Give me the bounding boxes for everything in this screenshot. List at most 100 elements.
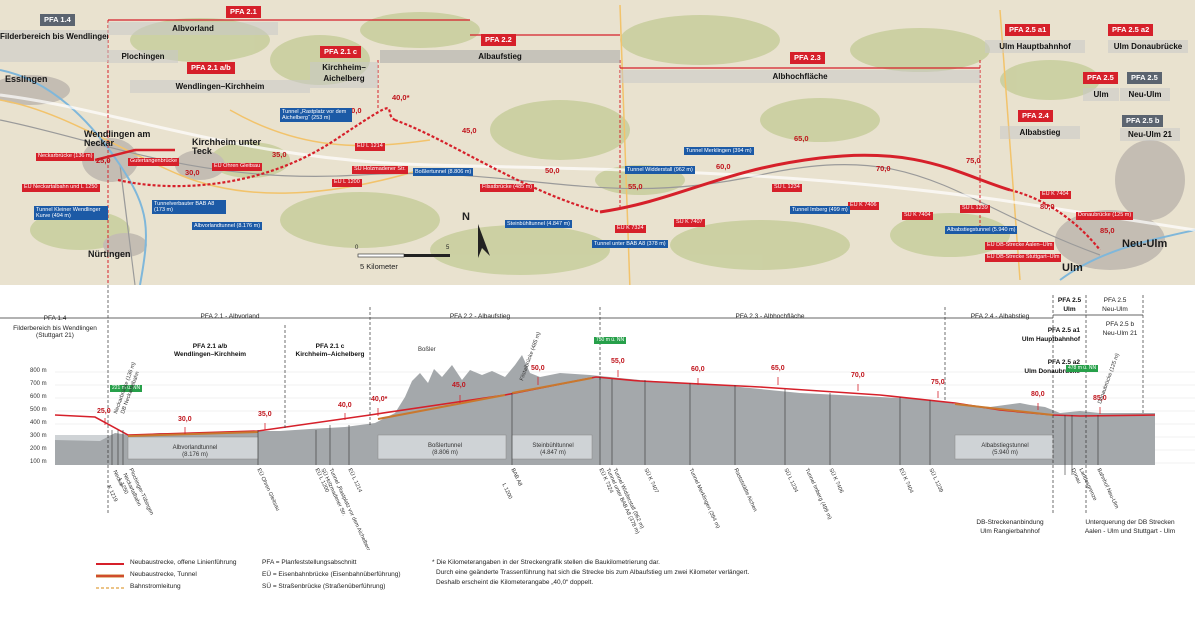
prof-km-60: 60,0	[691, 366, 705, 373]
band-ulm-hbf: Ulm Hauptbahnhof	[985, 40, 1085, 53]
band-ulm-donau: Ulm Donaubrücke	[1108, 40, 1188, 53]
prof-km-75: 75,0	[931, 379, 945, 386]
tag-eue-neckartalbahn: EÜ Neckartalbahn und L 1250	[22, 184, 100, 192]
sec-pfa25-sub: Ulm	[1063, 306, 1076, 313]
note-db-right-1: Unterquerung der DB Strecken	[1085, 519, 1175, 526]
tag-sue-k7407: SÜ K 7407	[674, 219, 705, 227]
tag-tunnel-imberg: Tunnel Imberg (499 m)	[790, 206, 850, 215]
tag-eue-k7324: EÜ K 7324	[615, 225, 646, 233]
map-pfa-2-5a1: PFA 2.5 a1	[1005, 24, 1051, 36]
sec-pfa21ab: PFA 2.1 a/b	[192, 343, 228, 350]
y-tick-300: 300 m	[30, 433, 47, 439]
map-pfa-2-4: PFA 2.4	[1018, 110, 1053, 122]
band-albaufstieg: Albaufstieg	[380, 50, 620, 63]
prof-km-25: 25,0	[97, 408, 111, 415]
legend-sue: SÜ = Straßenbrücke (Straßenüberführung)	[262, 583, 386, 590]
map-pfa-2-3: PFA 2.3	[790, 52, 825, 64]
tag-albabstiegstunnel: Albabstiegstunnel (5.940 m)	[945, 226, 1018, 235]
sec-pfa21ab-sub: Wendlingen–Kirchheim	[173, 351, 247, 358]
tag-eue-ohren: EÜ Ohren Gleitsau	[212, 163, 263, 171]
sec-pfa25a1: PFA 2.5 a1	[1047, 327, 1080, 334]
sec-pfa25a1-sub: Ulm Hauptbahnhof	[1021, 336, 1080, 343]
tag-sue-holzmadener: SÜ Holzmadener Str.	[352, 166, 408, 174]
map-pfa-2-5b: PFA 2.5 b	[1122, 115, 1164, 127]
scale-text: 5 Kilometer	[360, 262, 398, 271]
map-pfa-1-4: PFA 1.4	[40, 14, 75, 26]
tag-albvorlandtunnel: Albvorlandtunnel (8.176 m)	[192, 222, 263, 231]
note-db-left-2: Ulm Rangierbahnhof	[980, 528, 1040, 535]
prof-km-40: 40,0	[338, 402, 352, 409]
band-ulm: Ulm	[1083, 88, 1119, 101]
tag-eue-l1214: EÜ L 1214	[355, 143, 385, 151]
sec-pfa22: PFA 2.2 - Albaufstieg	[449, 313, 511, 320]
tag-tunnel-widderstall: Tunnel Widderstall (962 m)	[625, 166, 695, 175]
tag-eue-k7404: EÜ K 7404	[1040, 191, 1071, 199]
legend-footnote-1: * Die Kilometerangaben in der Streckengr…	[432, 559, 660, 566]
map-km-85: 85,0	[1100, 226, 1115, 235]
band-albabstieg: Albabstieg	[1000, 126, 1080, 139]
legend-footnote-2: Durch eine geänderte Trassenführung hat …	[436, 569, 750, 576]
prof-km-45: 45,0	[452, 382, 466, 389]
map-pfa-2-5-neu-ulm: PFA 2.5	[1127, 72, 1162, 84]
prof-km-40b: 40,0*	[371, 396, 388, 403]
prof-km-55: 55,0	[611, 358, 625, 365]
legend-swatches	[96, 563, 124, 589]
y-tick-800: 800 m	[30, 368, 47, 374]
y-tick-700: 700 m	[30, 381, 47, 387]
prof-km-35: 35,0	[258, 411, 272, 418]
sec-pfa25: PFA 2.5	[1057, 297, 1082, 304]
map-km-55: 55,0	[628, 182, 643, 191]
sec-pfa25b-top-sub: Neu-Ulm	[1102, 306, 1128, 313]
green-tag-478: 478 m ü. NN	[1066, 365, 1099, 372]
north-arrow-icon: N	[462, 211, 470, 223]
map-km-65: 65,0	[794, 134, 809, 143]
tag-tunnel-rastplatz: Tunnel „Rastplatz vor dem Aichelberg“ (2…	[280, 108, 352, 123]
y-tick-100: 100 m	[30, 459, 47, 465]
map-km-25: 25,0	[96, 156, 111, 165]
map-pfa-2-1: PFA 2.1	[226, 6, 261, 18]
scale-zero: 0	[355, 245, 359, 251]
band-filder: Filderbereich bis Wendlingen (Stuttgart …	[0, 30, 108, 62]
sec-pfa21c: PFA 2.1 c	[315, 343, 345, 350]
map-km-80: 80,0	[1040, 202, 1055, 211]
band-neu-ulm: Neu-Ulm	[1120, 88, 1170, 101]
tag-tunnel-kleine-wendlinger: Tunnel Kleiner Wendlinger Kurve (494 m)	[34, 206, 108, 221]
tunnel-steinbuehl-len: (4.847 m)	[540, 449, 566, 456]
scale-bar	[357, 253, 450, 258]
town-ulm: Ulm	[1062, 262, 1083, 274]
sec-pfa23: PFA 2.3 - Albhochfläche	[735, 313, 805, 320]
band-neu-ulm-21: Neu-Ulm 21	[1120, 128, 1180, 141]
sec-pfa21: PFA 2.1 - Albvorland	[200, 313, 260, 320]
map-pfa-2-5a2: PFA 2.5 a2	[1108, 24, 1154, 36]
tag-tunnel-bab-a8: Tunnelverbauter BAB A8 (173 m)	[152, 200, 226, 215]
band-wendlingen-kirchheim: Wendlingen–Kirchheim	[130, 80, 310, 93]
green-tag-750: 750 m ü. NN	[594, 337, 627, 344]
legend: Neubaustrecke, offene Linienführung Neub…	[0, 550, 1195, 630]
tag-filsatbruecke: Filsatbrücke (485 m)	[480, 184, 535, 192]
legend-footnote-3: Deshalb erscheint die Kilometerangabe „4…	[436, 579, 594, 586]
map-km-40: 40,0	[347, 106, 362, 115]
band-albvorland: Albvorland	[108, 22, 278, 35]
route-map: PFA 1.4 PFA 2.1 PFA 2.1 c PFA 2.1 a/b PF…	[0, 0, 1195, 285]
town-kirchheim: Kirchheim unter Teck	[192, 137, 262, 157]
sec-pfa14: PFA 1.4	[43, 315, 67, 322]
peak-bossler: Boßler	[418, 347, 436, 353]
prof-km-50: 50,0	[531, 365, 545, 372]
town-wendlingen: Wendlingen am Neckar	[84, 129, 151, 149]
sec-pfa24: PFA 2.4 - Albabstieg	[970, 313, 1030, 320]
prof-km-70: 70,0	[851, 372, 865, 379]
tag-sue-l1234: SÜ L 1234	[772, 184, 802, 192]
sec-pfa25a2: PFA 2.5 a2	[1047, 359, 1080, 366]
y-tick-500: 500 m	[30, 407, 47, 413]
map-km-70: 70,0	[876, 164, 891, 173]
tag-eue-k7406: EÜ K 7406	[848, 202, 879, 210]
tag-eue-stuttgart-ulm: EÜ DB-Strecke Stuttgart–Ulm	[985, 254, 1062, 262]
y-tick-200: 200 m	[30, 446, 47, 452]
sec-pfa25a2-sub: Ulm Donaubrücke	[1024, 368, 1080, 375]
tag-sue-l1239: SÜ L 1239	[960, 205, 990, 213]
tag-donaubruecke: Donaubrücke (125 m)	[1076, 212, 1134, 220]
tunnel-albvorland-name: Albvorlandtunnel	[172, 445, 218, 451]
legend-eue: EÜ = Eisenbahnbrücke (Eisenbahnüberführu…	[262, 571, 401, 578]
scale-five: 5	[446, 245, 450, 251]
legend-pfa: PFA = Planfeststellungsabschnitt	[262, 559, 357, 566]
